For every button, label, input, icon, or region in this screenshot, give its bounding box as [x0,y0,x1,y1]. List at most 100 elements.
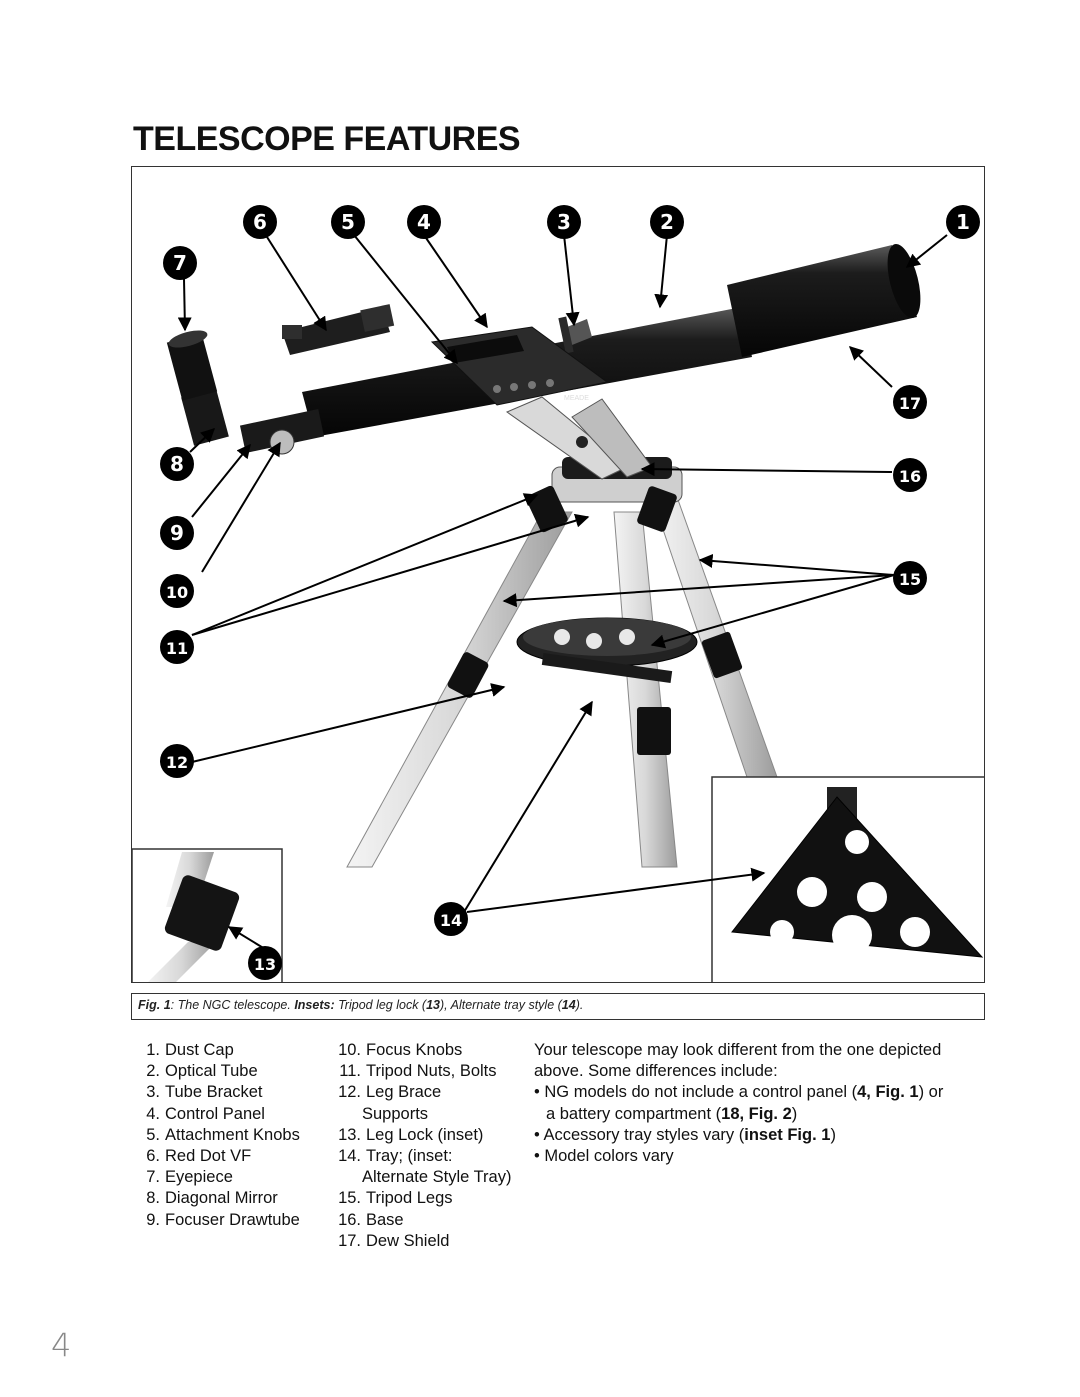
callout-4: 4 [407,205,441,239]
item-label: Diagonal Mirror [165,1189,278,1208]
list-item: 1. Dust Cap [143,1040,323,1061]
svg-text:11: 11 [166,639,188,658]
page-title: TELESCOPE FEATURES [133,120,521,158]
figure-caption: Fig. 1: The NGC telescope. Insets: Tripo… [131,993,985,1020]
svg-text:2: 2 [660,210,674,234]
svg-text:4: 4 [417,210,431,234]
intro-line: above. Some differences include: [534,1062,778,1081]
svg-text:7: 7 [173,251,187,275]
svg-text:15: 15 [899,570,921,589]
note-bullet: • NG models do not include a control pan… [534,1082,984,1124]
item-number: 3. [146,1083,160,1102]
item-label: Base [366,1210,404,1229]
item-number: 12. [338,1083,361,1102]
item-label: Tube Bracket [165,1083,263,1102]
panel-brand-label: MEADE [564,395,589,402]
svg-text:10: 10 [166,583,188,602]
features-list-col1: 1. Dust Cap 2. Optical Tube 3. Tube Bracket… [143,1040,323,1231]
list-item: 4. Control Panel [143,1104,323,1125]
caption-text: ), Alternate tray style ( [440,998,562,1012]
item-number: 1. [146,1041,160,1059]
item-label: Focuser Drawtube [165,1210,300,1229]
list-item: 9.Focuser Drawtube [143,1210,323,1231]
callout-1: 1 [946,205,980,239]
item-number: 7. [146,1168,160,1187]
note-text: ) or [918,1083,944,1102]
caption-fig-label: Fig. 1 [138,998,171,1012]
item-label: Tray; (inset: [366,1147,453,1166]
svg-text:5: 5 [341,210,355,234]
callout-7: 7 [163,246,197,280]
item-number: 6. [146,1147,160,1166]
page-number: 4 [51,1326,72,1364]
list-item: 13. Leg Lock (inset) [335,1125,525,1146]
caption-text: ). [575,998,584,1012]
svg-text:9: 9 [170,521,184,545]
svg-text:3: 3 [557,210,571,234]
list-item: 10.Focus Knobs [335,1040,525,1061]
item-label: Leg Brace [366,1083,442,1102]
caption-insets-label: Insets: [294,998,335,1012]
svg-text:17: 17 [899,394,921,413]
item-label: Red Dot VF [165,1147,252,1166]
note-bullet: • Accessory tray styles vary (inset Fig.… [534,1125,984,1146]
item-label: Dew Shield [366,1231,450,1250]
callout-13: 13 [248,946,282,980]
callout-6: 6 [243,205,277,239]
list-item: 5. Attachment Knobs [143,1125,323,1146]
item-number: 2. [146,1062,160,1081]
item-label: Focus Knobs [366,1041,463,1059]
item-number: 4. [146,1104,160,1123]
optical-tube: MEADE [166,243,921,455]
features-list-col2: 10.Focus Knobs 11.Tripod Nuts, Bolts 12.… [335,1040,525,1252]
callout-8: 8 [160,447,194,481]
list-item: 12. Leg Brace [335,1082,525,1103]
svg-text:6: 6 [253,210,267,234]
item-label: Alternate Style Tray) [362,1168,512,1187]
callout-3: 3 [547,205,581,239]
item-label: Tripod Legs [366,1189,453,1208]
list-item: 8. Diagonal Mirror [143,1188,323,1209]
list-item-continuation: Alternate Style Tray) [335,1167,525,1188]
list-item: 2. Optical Tube [143,1061,323,1082]
note-text: • Accessory tray styles vary ( [534,1125,745,1144]
callout-14: 14 [434,902,468,936]
item-label: Leg Lock (inset) [366,1125,484,1144]
item-number: 17. [338,1231,361,1250]
item-number: 15. [338,1189,361,1208]
svg-text:8: 8 [170,452,184,476]
list-item: 16. Base [335,1210,525,1231]
note-text: ) [830,1125,836,1144]
callout-11: 11 [160,630,194,664]
item-label: Dust Cap [165,1041,234,1059]
svg-text:16: 16 [899,467,921,486]
list-item: 17. Dew Shield [335,1231,525,1252]
note-ref: inset Fig. 1 [744,1125,831,1144]
svg-text:12: 12 [166,753,188,772]
list-item: 11.Tripod Nuts, Bolts [335,1061,525,1082]
callout-10: 10 [160,574,194,608]
caption-ref-14: 14 [561,998,576,1012]
item-number: 13. [338,1125,361,1144]
list-item: 14. Tray; (inset: [335,1146,525,1167]
intro-line: Your telescope may look different from t… [534,1041,942,1059]
note-text: • NG models do not include a control pan… [534,1083,858,1102]
item-number: 16. [338,1210,361,1229]
list-item: 15. Tripod Legs [335,1188,525,1209]
item-number: 8. [146,1189,160,1208]
item-number: 14. [338,1147,361,1166]
notes-column: Your telescope may look different from t… [534,1040,984,1167]
callout-12: 12 [160,744,194,778]
item-label: Control Panel [165,1104,265,1123]
list-item: 7.Eyepiece [143,1167,323,1188]
callout-15: 15 [893,561,927,595]
telescope-illustration: MEADE [132,205,984,982]
item-label: Attachment Knobs [165,1125,300,1144]
note-ref: 18, Fig. 2 [721,1104,792,1123]
item-label: Tripod Nuts, Bolts [366,1062,497,1081]
item-label: Optical Tube [165,1062,258,1081]
note-ref: 4, Fig. 1 [857,1083,919,1102]
leader-lines [177,234,948,950]
item-number: 5. [146,1125,160,1144]
inset-alternate-tray [711,776,984,982]
